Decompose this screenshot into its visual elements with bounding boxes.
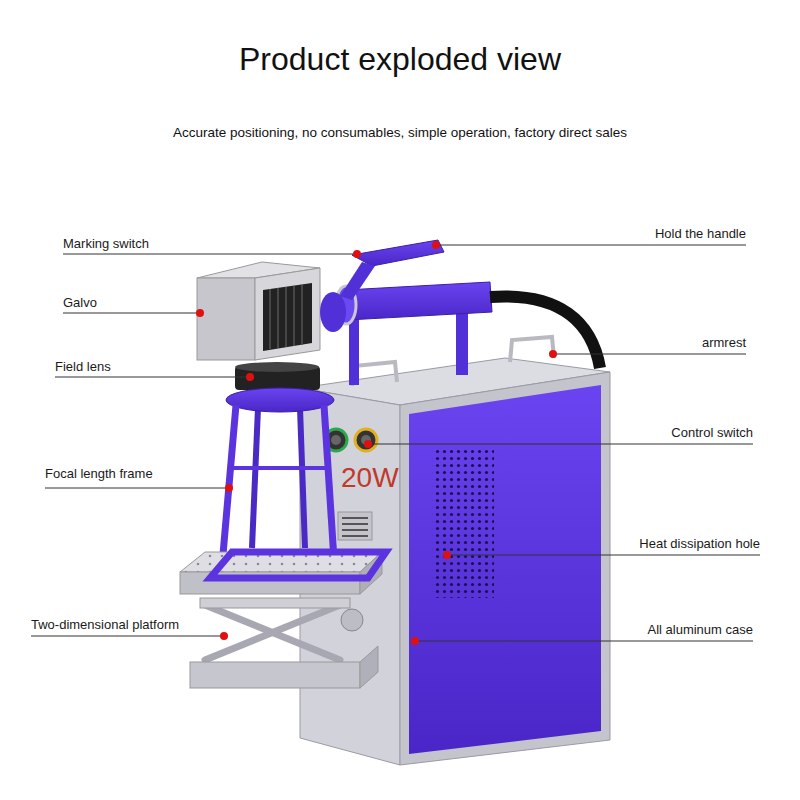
frame-leg — [324, 405, 334, 560]
leader-lines — [31, 245, 760, 641]
grip-stem — [340, 262, 375, 300]
laser-head-handle — [336, 240, 600, 385]
frame-leg — [300, 408, 305, 548]
callout-dot — [443, 551, 451, 559]
scissor-lift — [205, 605, 340, 660]
galvo-vent-slots — [270, 285, 302, 349]
galvo-side — [255, 268, 320, 360]
field-lens-top — [235, 362, 319, 372]
power-button-center — [331, 435, 341, 445]
leader-line — [447, 555, 760, 556]
frame-leg — [252, 408, 258, 548]
frame-base — [210, 552, 386, 578]
lift-rail — [200, 598, 350, 608]
part-label: Hold the handle — [655, 226, 746, 242]
part-label: Galvo — [63, 295, 97, 311]
callout-dot — [225, 484, 233, 492]
side-grill-slots — [342, 518, 368, 536]
part-label: armrest — [702, 335, 746, 351]
part-label: Marking switch — [63, 236, 149, 252]
laser-cylinder — [345, 282, 492, 320]
callout-dot — [364, 440, 372, 448]
platform-base — [190, 662, 360, 688]
fiber-cable — [490, 296, 600, 368]
leader-line — [63, 313, 200, 314]
callout-dot — [411, 637, 419, 645]
leader-line — [553, 354, 746, 355]
lift-knob — [341, 609, 363, 631]
leader-line — [436, 245, 746, 246]
frame-ring — [226, 388, 334, 412]
part-label: Field lens — [55, 359, 111, 375]
galvo-head — [197, 262, 346, 390]
grip — [352, 240, 444, 266]
case-front-panel — [409, 385, 601, 754]
platform-base-side — [360, 646, 378, 688]
callout-dot — [196, 309, 204, 317]
subtitle: Accurate positioning, no consumables, si… — [0, 125, 800, 141]
armrest-rail — [510, 337, 554, 362]
power-rating: 20W — [341, 461, 399, 495]
callout-dot — [432, 241, 440, 249]
galvo-front — [197, 278, 255, 360]
side-grill — [338, 512, 372, 540]
part-label: All aluminum case — [648, 622, 754, 638]
part-label: Control switch — [671, 425, 753, 441]
part-label: Focal length frame — [45, 466, 153, 482]
two-dimensional-platform — [180, 552, 386, 688]
laser-button — [355, 429, 377, 451]
leader-line — [415, 641, 753, 642]
leader-line — [31, 636, 224, 637]
callout-dot — [549, 350, 557, 358]
page-title: Product exploded view — [0, 40, 800, 78]
leader-line — [45, 488, 229, 489]
frame-leg — [222, 405, 236, 566]
callout-dot — [353, 250, 361, 258]
galvo-mount — [320, 292, 346, 332]
galvo-vent — [263, 283, 312, 351]
focal-length-frame — [222, 388, 334, 566]
callout-dots — [196, 241, 557, 645]
callout-dot — [220, 632, 228, 640]
leader-line — [63, 254, 357, 255]
vent-holes — [432, 450, 494, 598]
case-front-frame — [400, 372, 610, 765]
leader-line — [55, 377, 250, 378]
part-label: Two-dimensional platform — [31, 617, 179, 633]
frame-brace — [230, 466, 328, 470]
part-label: Heat dissipation hole — [639, 536, 760, 552]
callout-dot — [246, 373, 254, 381]
leader-line — [368, 444, 753, 445]
